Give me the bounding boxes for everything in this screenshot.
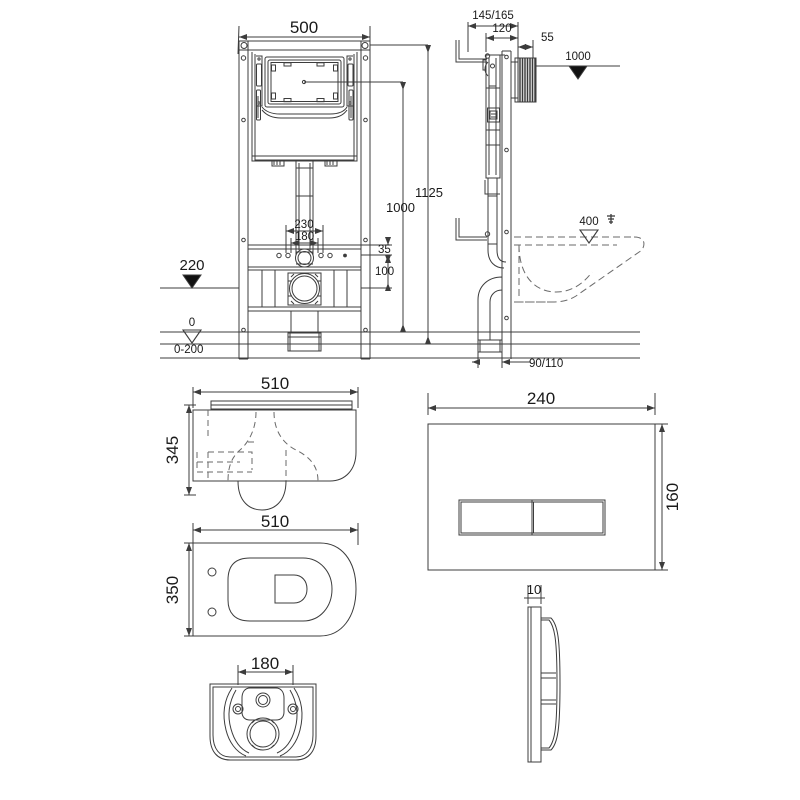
label-240: 240 (527, 389, 555, 408)
dim-510-plan (192, 523, 359, 545)
label-160: 160 (663, 483, 682, 511)
view-side-elevation (455, 22, 645, 368)
label-180-front: 180 (295, 231, 314, 243)
label-180-rear: 180 (251, 654, 279, 673)
dim-120 (485, 33, 519, 52)
label-230: 230 (294, 219, 313, 231)
finish-level-symbol (607, 214, 615, 224)
label-0-200: 0-200 (174, 344, 203, 356)
view-wc-plan (184, 523, 359, 637)
label-1125: 1125 (415, 185, 443, 200)
label-1000-side: 1000 (565, 51, 591, 63)
view-wc-rear (209, 665, 317, 761)
dim-345 (184, 404, 196, 496)
dim-100 (361, 255, 392, 291)
label-400: 400 (579, 216, 598, 228)
label-90-110: 90/110 (529, 358, 563, 370)
dim-230 (285, 225, 324, 253)
view-flush-plate-side (524, 585, 561, 763)
label-1000-front: 1000 (386, 200, 415, 215)
view-wc-side (184, 387, 359, 511)
label-500: 500 (290, 18, 318, 37)
label-0: 0 (189, 317, 195, 329)
flush-plate-connector (514, 57, 537, 103)
dim-180-rear (237, 665, 294, 685)
label-510-side: 510 (261, 374, 289, 393)
label-220: 220 (179, 257, 204, 274)
dim-350 (184, 542, 196, 637)
label-35: 35 (378, 244, 391, 256)
wc-bowl-hidden-outline (514, 236, 645, 303)
label-145-165: 145/165 (472, 10, 514, 22)
soil-outlet-collar (287, 272, 322, 306)
level-marker-1000-side (536, 65, 620, 80)
label-55: 55 (541, 32, 554, 44)
view-front-elevation (160, 25, 640, 360)
label-10: 10 (527, 582, 541, 597)
label-350: 350 (163, 576, 182, 604)
soil-pipe-elbow (477, 276, 503, 353)
dim-10 (524, 585, 545, 604)
dim-180-front (290, 238, 319, 253)
view-flush-plate-front (427, 393, 668, 571)
label-345: 345 (163, 436, 182, 464)
dim-240 (427, 393, 656, 415)
label-120: 120 (492, 23, 511, 35)
level-marker-220 (182, 274, 202, 289)
dim-55 (517, 40, 534, 58)
label-100: 100 (375, 266, 394, 278)
dim-1125 (370, 44, 431, 344)
dim-90-110 (472, 352, 530, 368)
dim-1000-front (304, 81, 406, 332)
label-510-plan: 510 (261, 512, 289, 531)
